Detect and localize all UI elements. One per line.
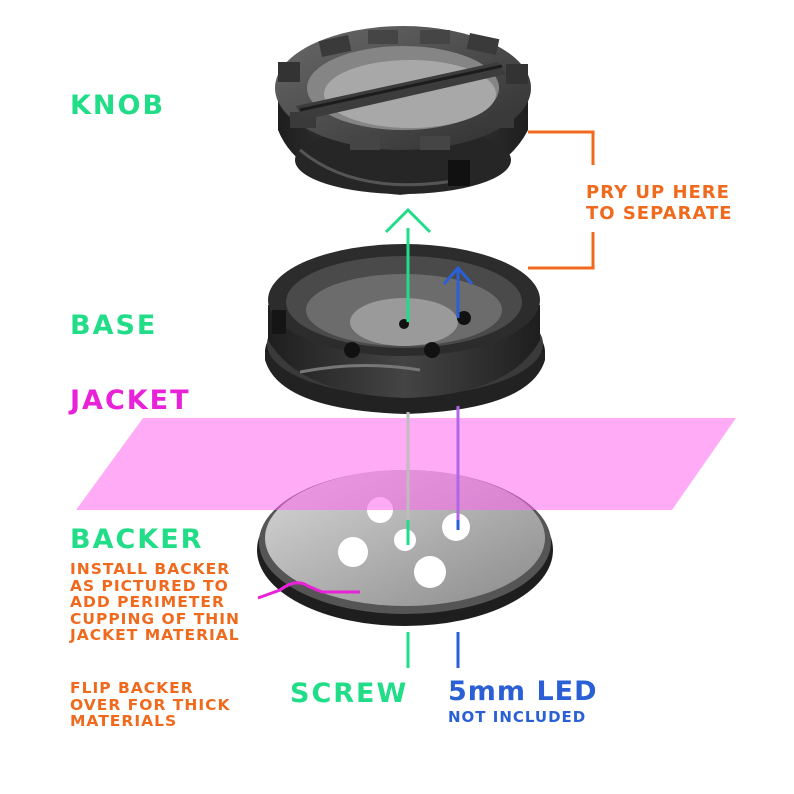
jacket-plane	[76, 418, 736, 510]
screw-label: SCREW	[290, 678, 409, 709]
pry-note-line: TO SEPARATE	[586, 203, 733, 224]
flip-note: FLIP BACKER OVER FOR THICK MATERIALS	[70, 680, 230, 730]
screw-path	[384, 207, 432, 668]
install-note-line: JACKET MATERIAL	[70, 626, 240, 644]
led-note: NOT INCLUDED	[448, 708, 587, 726]
pry-bracket	[528, 130, 595, 270]
flip-note-line: MATERIALS	[70, 712, 178, 730]
knob-label: KNOB	[70, 90, 166, 121]
flip-note-line: FLIP BACKER	[70, 679, 194, 697]
led-path	[442, 265, 474, 668]
jacket-label: JACKET	[70, 385, 191, 416]
pry-note: PRY UP HERE TO SEPARATE	[586, 182, 733, 224]
knob-part	[275, 26, 531, 195]
install-note-line: INSTALL BACKER	[70, 560, 231, 578]
pry-note-line: PRY UP HERE	[586, 182, 730, 203]
install-leader	[257, 581, 360, 600]
install-note-line: CUPPING OF THIN	[70, 609, 240, 628]
install-note-line: AS PICTURED TO	[70, 576, 229, 595]
backer-label: BACKER	[70, 524, 204, 555]
flip-note-line: OVER FOR THICK	[70, 695, 231, 714]
base-label: BASE	[70, 310, 158, 341]
led-label: 5mm LED	[448, 676, 598, 707]
base-part	[265, 244, 545, 414]
install-note-line: ADD PERIMETER	[70, 593, 225, 611]
install-note: INSTALL BACKER AS PICTURED TO ADD PERIME…	[70, 561, 240, 644]
